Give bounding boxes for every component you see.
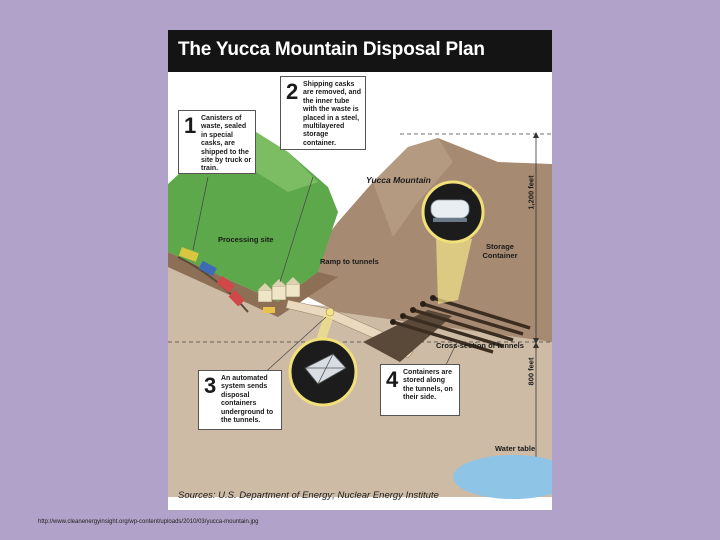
step-3-callout: 3 An automated system sends disposal con… bbox=[198, 370, 282, 430]
tunnel-cart bbox=[433, 218, 467, 222]
building bbox=[257, 289, 273, 303]
leader-1 bbox=[192, 176, 209, 251]
diagram-title: The Yucca Mountain Disposal Plan bbox=[178, 39, 485, 60]
label-tunnel: Tunnel bbox=[448, 187, 473, 196]
step-2-text: Shipping casks are removed, and the inne… bbox=[303, 81, 361, 147]
building bbox=[285, 283, 301, 298]
water-table bbox=[453, 455, 552, 499]
step-4-text: Containers are stored along the tunnels,… bbox=[403, 369, 453, 402]
service-truck bbox=[263, 307, 275, 313]
step-1-number: 1 bbox=[184, 113, 197, 138]
ground-cross-section bbox=[168, 252, 552, 497]
source-url: http://www.cleanenergyinsight.org/wp-con… bbox=[38, 519, 259, 525]
roof bbox=[272, 279, 286, 286]
step-2-number: 2 bbox=[286, 79, 299, 104]
tunnel-beam bbox=[436, 235, 472, 304]
mountain bbox=[288, 138, 552, 342]
step-1-callout: 1 Canisters of waste, sealed in special … bbox=[178, 110, 256, 174]
label-water-table: Water table bbox=[495, 444, 536, 453]
step-3-number: 3 bbox=[204, 373, 217, 398]
arrow-mid-up bbox=[533, 342, 539, 348]
container-in-tunnel bbox=[430, 199, 470, 219]
tunnel-drifts bbox=[390, 295, 531, 354]
ramp bbox=[285, 299, 414, 359]
title-bar: The Yucca Mountain Disposal Plan bbox=[168, 30, 552, 72]
roof bbox=[286, 277, 300, 284]
diagram-figure: The Yucca Mountain Disposal Plan bbox=[168, 30, 552, 510]
step-1-text: Canisters of waste, sealed in special ca… bbox=[201, 115, 252, 173]
label-1200-feet: 1,200 feet bbox=[526, 175, 536, 210]
rail-car-blue bbox=[198, 260, 217, 277]
railway bbox=[177, 256, 249, 313]
arrow-top bbox=[533, 132, 539, 138]
label-yucca-mountain: Yucca Mountain bbox=[366, 175, 431, 185]
cart-beam bbox=[316, 312, 335, 340]
rail-car-red bbox=[216, 275, 235, 293]
hill-edge bbox=[168, 252, 338, 317]
arrow-mid-down bbox=[533, 338, 539, 344]
sources-note: Sources: U.S. Department of Energy; Nucl… bbox=[178, 490, 439, 501]
roof bbox=[258, 283, 272, 290]
leader-2 bbox=[279, 176, 314, 283]
step-4-callout: 4 Containers are stored along the tunnel… bbox=[380, 364, 460, 416]
label-800-feet: 800 feet bbox=[526, 357, 536, 386]
step-4-number: 4 bbox=[386, 367, 399, 392]
mountain-ridge bbox=[373, 138, 453, 237]
label-cross-section: Cross-section of tunnels bbox=[436, 341, 524, 350]
step-2-callout: 2 Shipping casks are removed, and the in… bbox=[280, 76, 366, 150]
rail-car-red-2 bbox=[228, 290, 245, 307]
step-3-text: An automated system sends disposal conta… bbox=[221, 375, 274, 425]
truck bbox=[178, 247, 199, 262]
label-ramp: Ramp to tunnels bbox=[320, 257, 379, 266]
building bbox=[271, 285, 287, 301]
label-storage-container: Storage Container bbox=[482, 242, 518, 260]
ramp-marker bbox=[325, 307, 335, 317]
label-processing-site: Processing site bbox=[218, 235, 274, 244]
